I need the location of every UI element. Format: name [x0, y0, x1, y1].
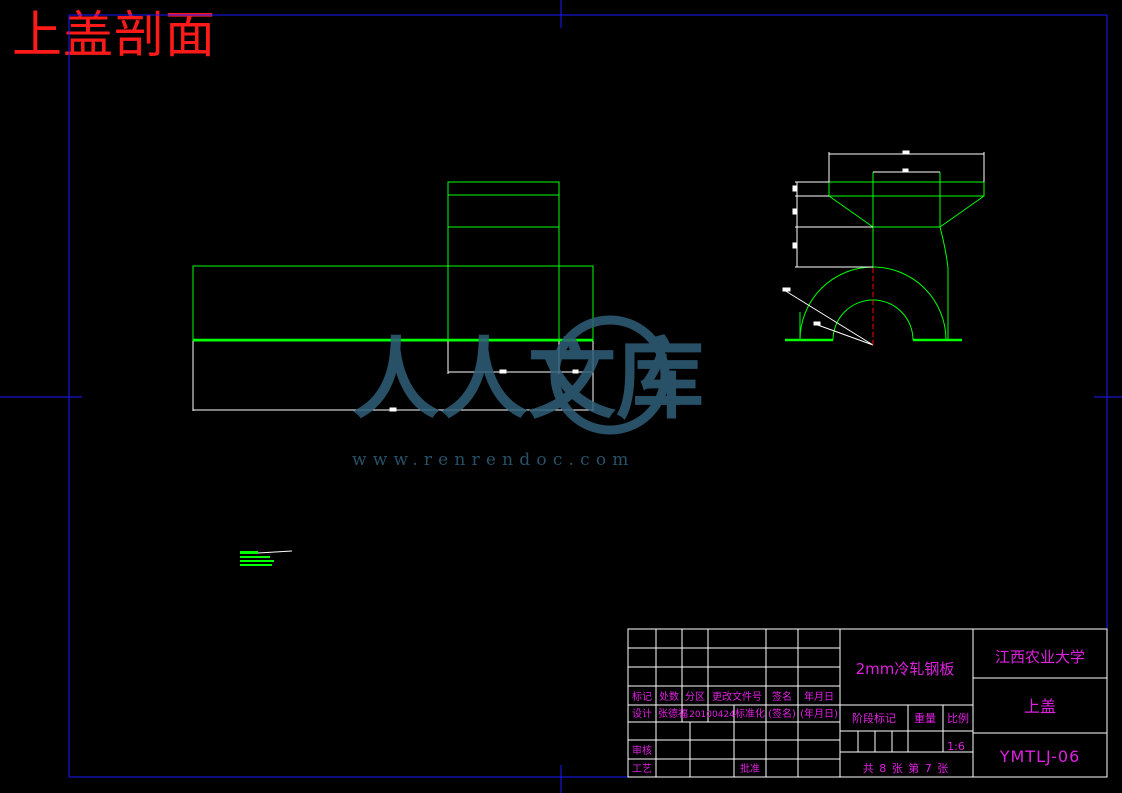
- cap-body-right: [939, 226, 949, 340]
- header-date: 年月日: [804, 690, 834, 703]
- front-section-view: [192, 181, 594, 342]
- side-view-dimensions: [782, 150, 985, 346]
- standardize-label: 标准化: [735, 707, 765, 720]
- drawing-number: YMTLJ-06: [999, 747, 1081, 766]
- header-signature: 签名: [772, 690, 792, 703]
- design-label: 设计: [632, 707, 652, 720]
- watermark-brand: 人人文库: [352, 327, 704, 431]
- watermark-logo-ring: [550, 315, 670, 435]
- header-count: 处数: [659, 690, 679, 703]
- note-block: [240, 550, 293, 566]
- cap-chamfer-right: [939, 195, 985, 228]
- date-placeholder: (年月日): [800, 707, 838, 720]
- stage-mark-label: 阶段标记: [852, 711, 896, 725]
- scale-value: 1:6: [947, 740, 965, 753]
- sheet-info: 共 8 张 第 7 张: [863, 761, 949, 775]
- header-change-doc: 更改文件号: [712, 690, 762, 703]
- inner-border: [68, 14, 1108, 778]
- scale-label: 比例: [947, 711, 969, 725]
- cap-chamfer-left: [828, 195, 874, 228]
- watermark-url: www.renrendoc.com: [352, 450, 635, 470]
- weight-label: 重量: [914, 711, 936, 725]
- design-date: 20100424: [689, 710, 735, 720]
- side-profile-view: [785, 171, 985, 342]
- cap-flange: [828, 181, 985, 197]
- part-name: 上盖: [1024, 697, 1056, 716]
- signature-placeholder: (签名): [768, 707, 796, 720]
- school-name: 江西农业大学: [995, 648, 1085, 666]
- designer-name: 张德福: [658, 707, 688, 720]
- radius-leader-2: [814, 323, 874, 346]
- front-view-dimensions: [192, 341, 594, 412]
- title-block: 2mm冷轧钢板 江西农业大学 上盖 YMTLJ-06 1:6 共 8 张 第 7…: [627, 628, 1108, 778]
- header-mark: 标记: [632, 691, 652, 703]
- header-zone: 分区: [685, 691, 705, 703]
- drawing-title: 上盖剖面: [12, 6, 216, 64]
- radius-leader-1: [783, 289, 874, 346]
- upright-block: [447, 181, 560, 342]
- watermark: 人人文库 www.renrendoc.com: [352, 315, 704, 470]
- material-label: 2mm冷轧钢板: [856, 660, 955, 678]
- approve-label: 批准: [740, 762, 760, 775]
- review-label: 审核: [632, 744, 652, 757]
- process-label: 工艺: [632, 763, 652, 775]
